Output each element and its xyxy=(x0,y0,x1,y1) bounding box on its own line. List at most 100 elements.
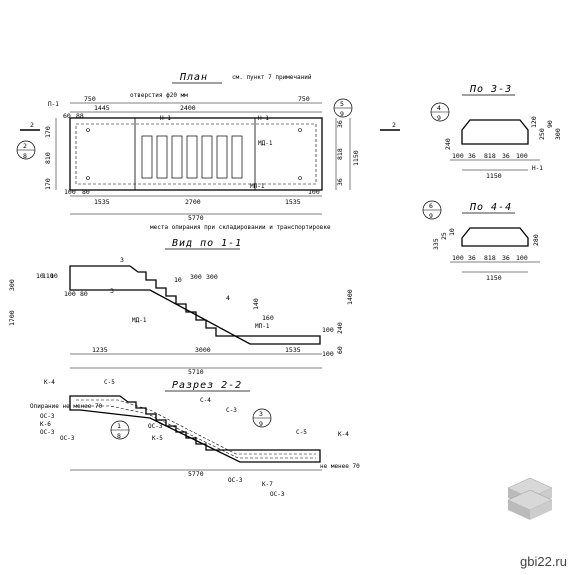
sec33-callout: 4 9 xyxy=(430,102,450,122)
view11-label-md1: МД-1 xyxy=(132,317,147,324)
svg-text:100: 100 xyxy=(322,350,334,358)
svg-text:100: 100 xyxy=(516,152,528,160)
sec22-title: Разрез 2-2 xyxy=(172,380,242,391)
svg-text:8: 8 xyxy=(117,432,121,440)
svg-text:ОС-3: ОС-3 xyxy=(60,435,75,442)
svg-text:2: 2 xyxy=(23,142,27,150)
view11-label-mp1: МП-1 xyxy=(255,323,270,330)
plan-left-dims: 170 810 170 xyxy=(44,118,57,190)
svg-text:36: 36 xyxy=(336,120,344,128)
sec22-callout-b: 1 8 xyxy=(110,420,130,440)
svg-text:10: 10 xyxy=(36,272,44,280)
plan-title: План xyxy=(179,72,208,83)
svg-text:С-4: С-4 xyxy=(200,397,211,404)
svg-text:110: 110 xyxy=(42,272,54,280)
svg-text:1400: 1400 xyxy=(346,289,354,305)
svg-text:2: 2 xyxy=(392,121,396,129)
svg-text:750: 750 xyxy=(84,95,96,103)
svg-text:60: 60 xyxy=(63,112,71,120)
svg-text:100: 100 xyxy=(452,254,464,262)
view11-profile xyxy=(69,265,321,345)
watermark-text: gbi22.ru xyxy=(520,554,567,569)
svg-text:36: 36 xyxy=(502,254,510,262)
callout-plan: 5 9 xyxy=(333,98,353,118)
svg-text:4: 4 xyxy=(226,294,230,302)
svg-text:К-4: К-4 xyxy=(44,379,55,386)
svg-text:1150: 1150 xyxy=(486,172,502,180)
svg-text:250: 250 xyxy=(538,128,546,140)
svg-text:810: 810 xyxy=(44,152,52,164)
svg-text:ОС-3: ОС-3 xyxy=(148,423,163,430)
svg-text:1235: 1235 xyxy=(92,346,108,354)
sec22-callout-a: 3 9 xyxy=(252,408,272,428)
svg-text:3: 3 xyxy=(110,287,114,295)
svg-text:60: 60 xyxy=(336,346,344,354)
svg-text:ОС-3: ОС-3 xyxy=(40,413,55,420)
svg-text:10: 10 xyxy=(448,228,456,236)
svg-text:36: 36 xyxy=(502,152,510,160)
logo-blocks-icon xyxy=(507,477,553,520)
sec33-bottom-dims: 100 36 818 36 100 1150 xyxy=(450,152,540,180)
sec33-title: По 3-3 xyxy=(469,84,512,95)
svg-text:9: 9 xyxy=(340,110,344,118)
svg-text:280: 280 xyxy=(532,234,540,246)
plan-right-dims: 36 818 36 1150 xyxy=(335,118,360,190)
svg-text:80: 80 xyxy=(80,290,88,298)
svg-text:300: 300 xyxy=(206,273,218,281)
svg-text:ОС-3: ОС-3 xyxy=(40,429,55,436)
svg-text:2700: 2700 xyxy=(185,198,201,206)
svg-text:88: 88 xyxy=(76,112,84,120)
plan-label-p1: П-1 xyxy=(48,101,59,108)
svg-text:3000: 3000 xyxy=(195,346,211,354)
view11-right-dims: 1400 100 60 240 100 xyxy=(322,289,354,358)
plan-top-dims: 750 1445 2400 750 60 88 xyxy=(63,95,322,120)
section-mark-2: 2 2 xyxy=(20,121,400,131)
sec44-bottom-dims: 100 36 818 36 100 1150 xyxy=(450,254,540,282)
svg-text:2400: 2400 xyxy=(180,104,196,112)
sec44-callout: 6 9 xyxy=(422,200,442,220)
svg-text:818: 818 xyxy=(336,148,344,160)
svg-text:4: 4 xyxy=(437,104,441,112)
sec33-label: Н-1 xyxy=(532,165,543,172)
plan-support-note: места опирания при складировании и транс… xyxy=(150,224,331,231)
svg-text:90: 90 xyxy=(546,120,554,128)
svg-text:1150: 1150 xyxy=(486,274,502,282)
svg-text:5770: 5770 xyxy=(188,214,204,222)
svg-text:160: 160 xyxy=(262,314,274,322)
plan-label-n1b: Н-1 xyxy=(258,115,269,122)
svg-text:1535: 1535 xyxy=(94,198,110,206)
plan-holes: отверстия ϕ20 мм xyxy=(130,92,188,99)
svg-text:К-5: К-5 xyxy=(152,435,163,442)
plan-note: см. пункт 7 примечаний xyxy=(232,74,312,81)
svg-text:1535: 1535 xyxy=(285,346,301,354)
plan-steps xyxy=(86,118,302,190)
svg-text:100: 100 xyxy=(308,188,320,196)
svg-text:С-5: С-5 xyxy=(104,379,115,386)
svg-text:120: 120 xyxy=(530,116,538,128)
svg-text:8: 8 xyxy=(23,152,27,160)
svg-text:3: 3 xyxy=(259,410,263,418)
svg-text:300: 300 xyxy=(8,279,16,291)
sec22-labels: К-4 С-5 Опирание не менее 70 ОС-3 К-6 ОС… xyxy=(30,379,360,498)
svg-text:К-4: К-4 xyxy=(338,431,349,438)
svg-text:С-5: С-5 xyxy=(296,429,307,436)
svg-text:10: 10 xyxy=(174,276,182,284)
svg-text:300: 300 xyxy=(190,273,202,281)
svg-text:Опирание не менее 70: Опирание не менее 70 xyxy=(30,403,103,410)
view11-left-dims: 300 10 110 10 1700 xyxy=(8,272,58,326)
svg-text:100: 100 xyxy=(64,290,76,298)
svg-text:3: 3 xyxy=(120,256,124,264)
svg-text:100: 100 xyxy=(322,326,334,334)
sec44-profile xyxy=(461,227,529,247)
svg-text:36: 36 xyxy=(468,152,476,160)
svg-text:ОС-3: ОС-3 xyxy=(270,491,285,498)
svg-text:170: 170 xyxy=(44,126,52,138)
svg-text:5770: 5770 xyxy=(188,470,204,478)
svg-text:9: 9 xyxy=(437,114,441,122)
svg-text:5: 5 xyxy=(340,100,344,108)
svg-text:10: 10 xyxy=(50,272,58,280)
plan-label-md1: МД-1 xyxy=(258,140,273,147)
svg-text:818: 818 xyxy=(484,254,496,262)
plan-label-n1: Н-1 xyxy=(160,115,171,122)
